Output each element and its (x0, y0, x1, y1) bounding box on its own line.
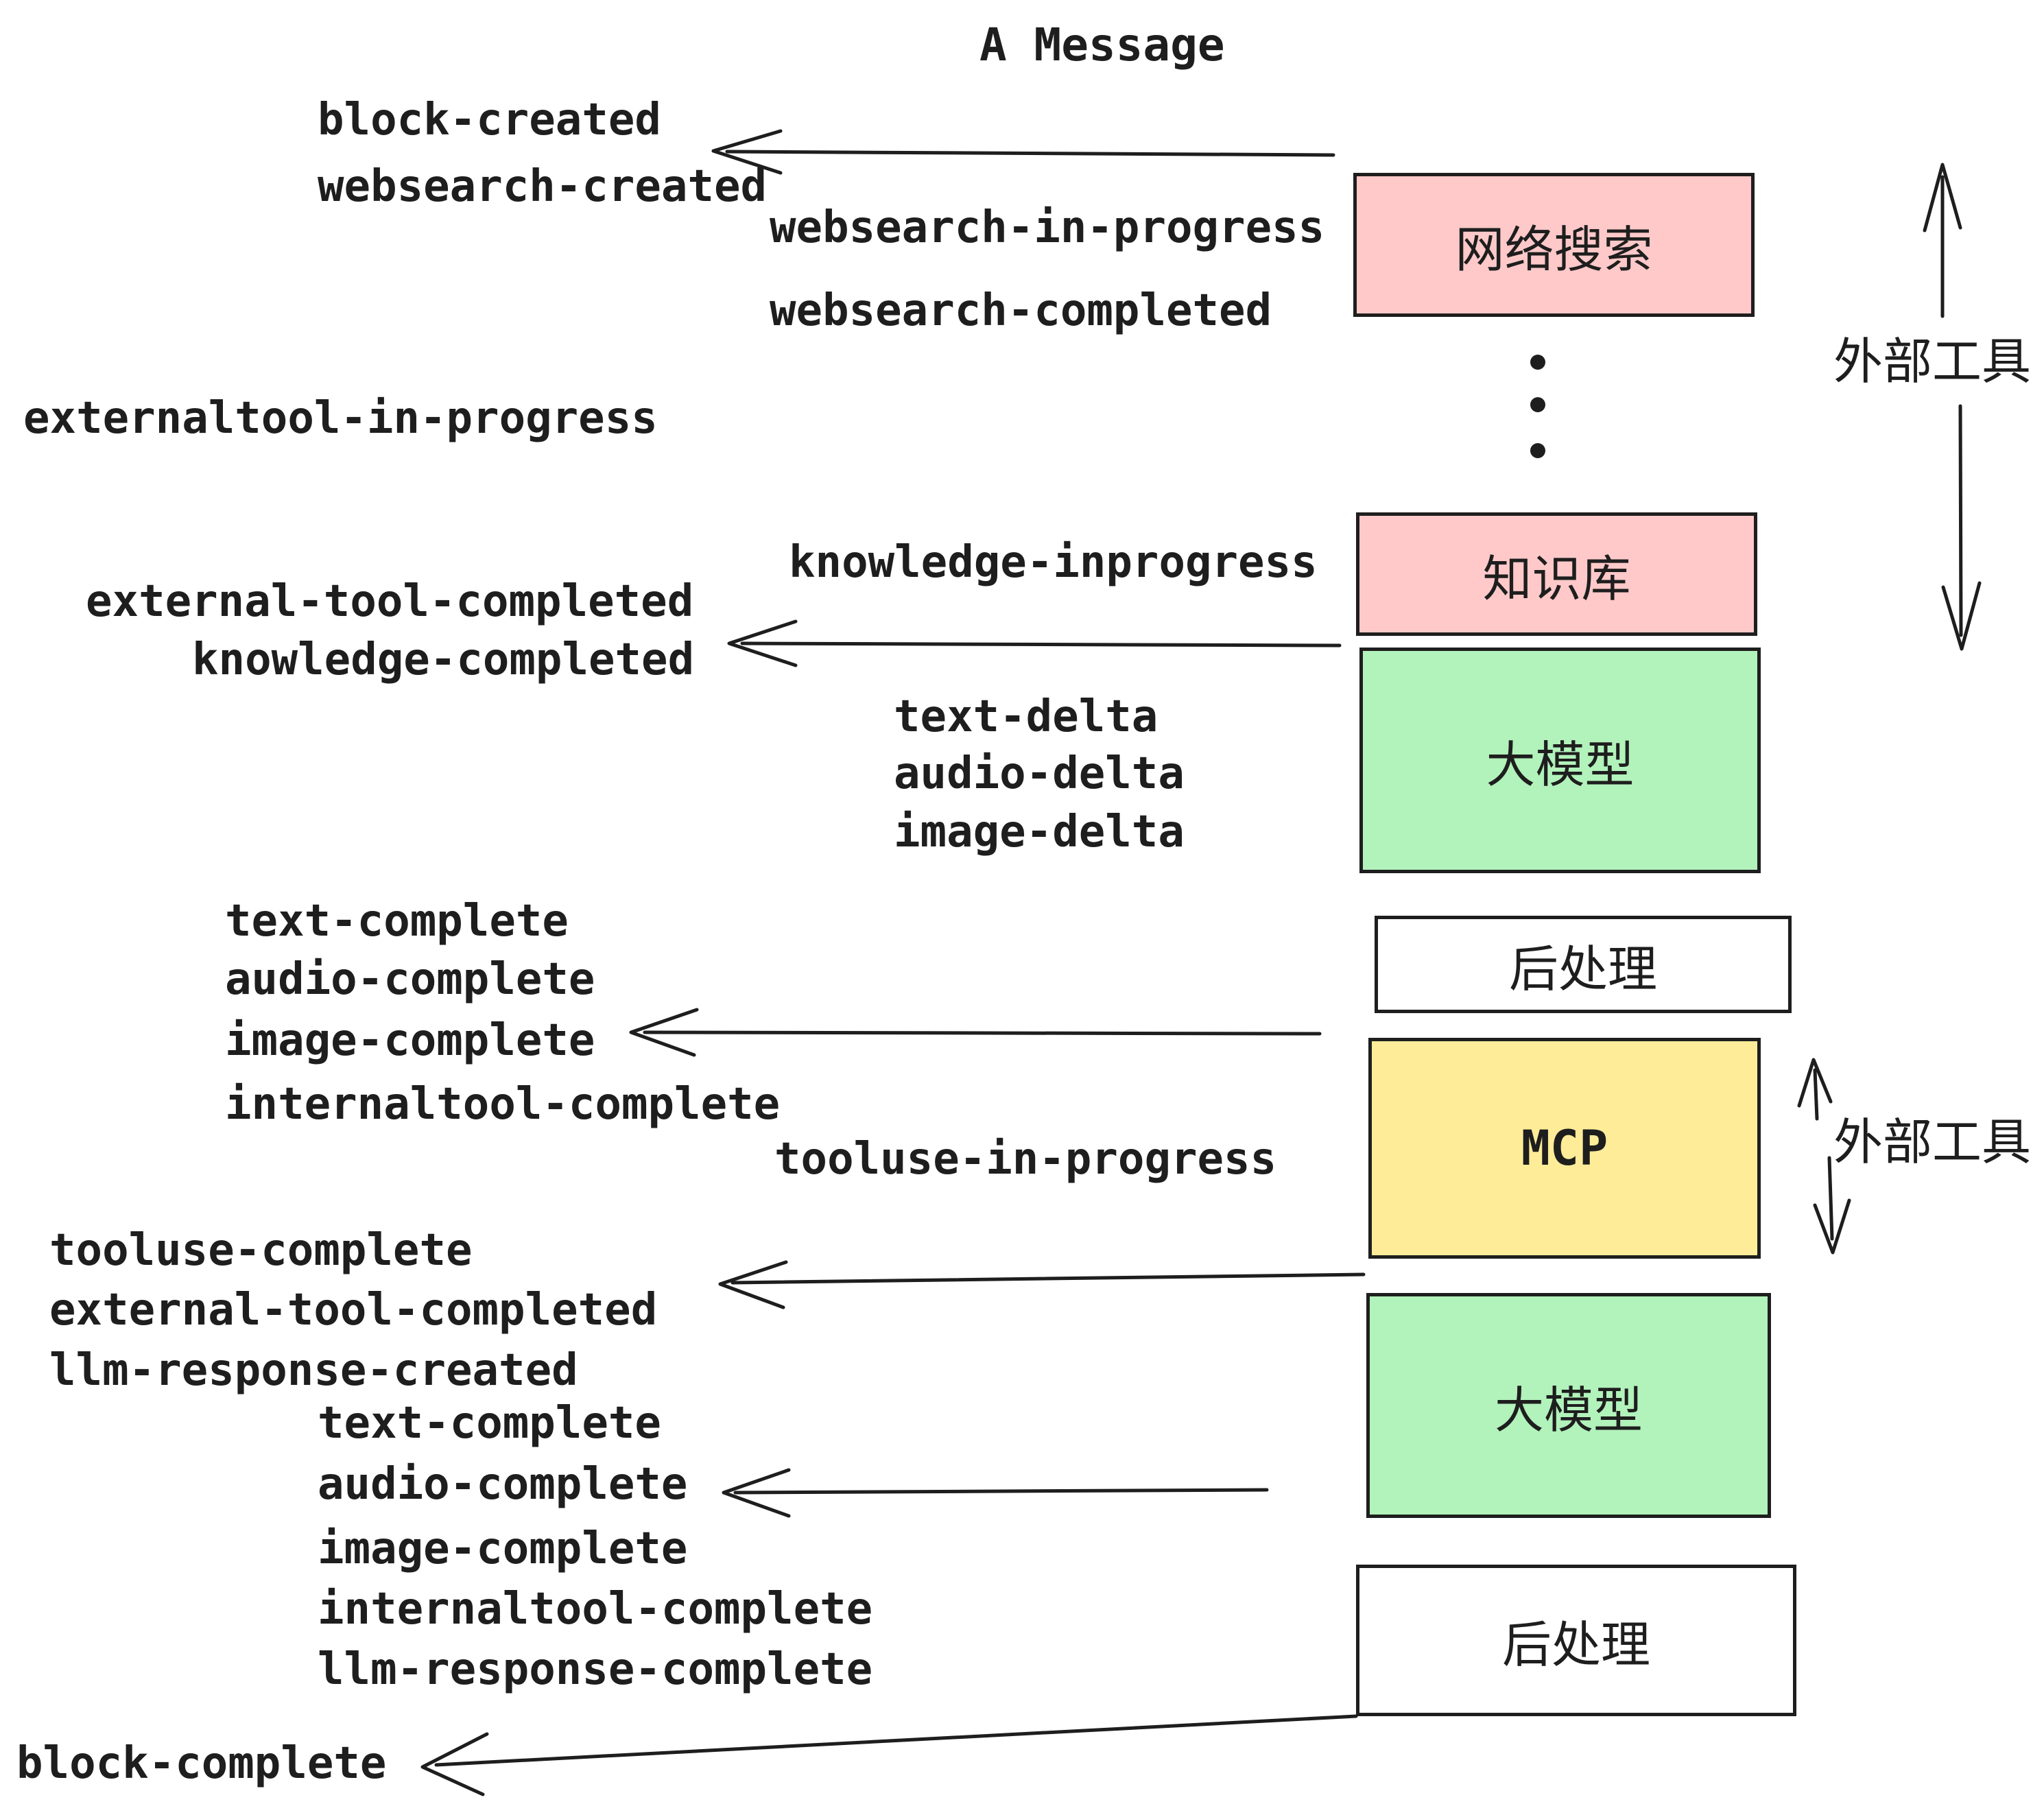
external-tools-label-top: 外部工具 (1833, 333, 2032, 390)
external-tools-label-mcp: 外部工具 (1833, 1113, 2032, 1171)
box-postprocess-2: 后处理 (1356, 1565, 1796, 1716)
diagram-title: A Message (979, 19, 1225, 71)
box-llm-1: 大模型 (1359, 648, 1761, 873)
event-label-audio-delta: audio-delta (894, 748, 1185, 799)
event-label-llm-response-complete: llm-response-complete (318, 1644, 873, 1695)
event-label-knowledge-inprogress: knowledge-inprogress (789, 537, 1318, 588)
event-label-image-complete-2: image-complete (318, 1523, 688, 1574)
box-websearch: 网络搜索 (1353, 173, 1755, 317)
event-label-tooluse-complete: tooluse-complete (49, 1225, 473, 1276)
box-postprocess-1-label: 后处理 (1508, 940, 1657, 998)
arrow-to-websearch-created (711, 129, 1335, 175)
event-label-internaltool-complete-2: internaltool-complete (318, 1584, 873, 1635)
arrow-to-audio-complete (722, 1468, 1269, 1518)
event-label-external-tool-completed-2: external-tool-completed (49, 1285, 658, 1336)
event-label-text-complete-2: text-complete (318, 1398, 661, 1449)
event-label-internaltool-complete: internaltool-complete (225, 1079, 781, 1130)
event-label-audio-complete: audio-complete (225, 954, 595, 1005)
event-label-externaltool-in-progress: externaltool-in-progress (23, 393, 658, 444)
arrow-to-knowledge-completed (727, 619, 1342, 667)
event-label-external-tool-completed: external-tool-completed (86, 576, 694, 627)
event-label-websearch-in-progress: websearch-in-progress (770, 202, 1325, 253)
box-mcp-label: MCP (1521, 1120, 1608, 1176)
event-label-block-created: block-created (318, 95, 661, 145)
vertical-ellipsis-icon (1530, 355, 1545, 458)
event-label-knowledge-completed: knowledge-completed (192, 634, 695, 685)
event-label-websearch-created: websearch-created (318, 161, 768, 212)
event-label-text-delta: text-delta (894, 691, 1158, 742)
arrow-mcp-external-tools-down (1813, 1156, 1851, 1255)
arrow-external-tools-up (1923, 163, 1962, 318)
box-knowledge-base: 知识库 (1356, 512, 1757, 636)
box-knowledge-base-label: 知识库 (1482, 549, 1631, 608)
event-label-audio-complete-2: audio-complete (318, 1459, 688, 1510)
arrow-to-image-complete (629, 1008, 1322, 1057)
arrow-external-tools-down (1941, 404, 1982, 651)
box-llm-2: 大模型 (1366, 1293, 1771, 1518)
event-label-websearch-completed: websearch-completed (770, 285, 1272, 336)
arrow-to-external-tool-completed (718, 1260, 1366, 1309)
box-llm-1-label: 大模型 (1486, 736, 1635, 794)
arrow-mcp-external-tools-up (1797, 1058, 1833, 1121)
event-label-tooluse-in-progress: tooluse-in-progress (774, 1134, 1277, 1185)
event-label-llm-response-created: llm-response-created (49, 1345, 578, 1396)
box-postprocess-1: 后处理 (1375, 916, 1792, 1013)
event-label-block-complete: block-complete (16, 1738, 387, 1789)
event-label-image-delta: image-delta (894, 807, 1185, 857)
event-label-image-complete: image-complete (225, 1015, 595, 1066)
event-label-text-complete: text-complete (225, 896, 569, 947)
arrow-to-block-complete (420, 1714, 1358, 1796)
box-mcp: MCP (1368, 1038, 1761, 1259)
box-llm-2-label: 大模型 (1494, 1381, 1643, 1439)
box-postprocess-2-label: 后处理 (1501, 1616, 1650, 1674)
box-websearch-label: 网络搜索 (1455, 220, 1653, 278)
